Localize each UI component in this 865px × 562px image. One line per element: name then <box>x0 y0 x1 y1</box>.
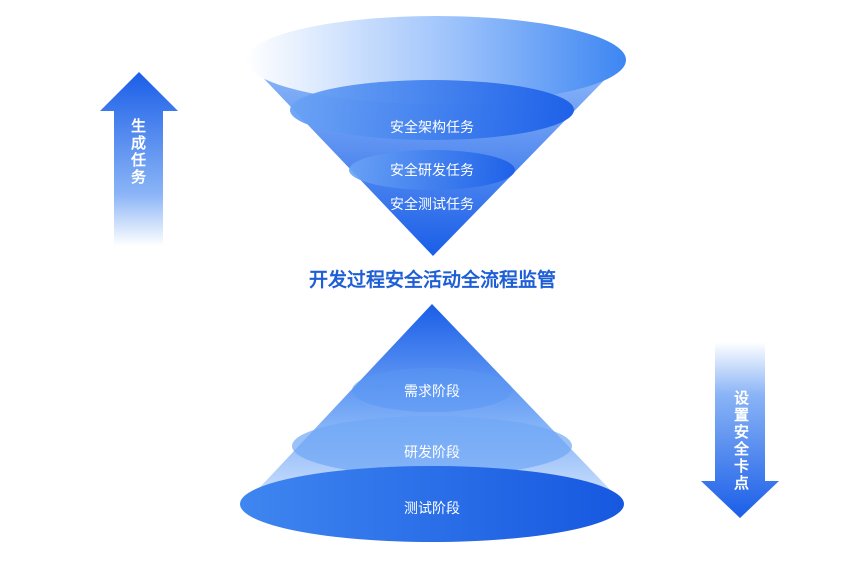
right-arrow-label: 设置安全卡点 <box>732 390 750 492</box>
funnel-rim <box>246 16 626 104</box>
center-title: 开发过程安全活动全流程监管 <box>308 269 556 291</box>
arrow-down-icon <box>701 342 779 518</box>
cone-base <box>240 466 624 542</box>
funnel-layer-architecture <box>290 80 574 140</box>
layer-label-architecture: 安全架构任务 <box>390 119 474 136</box>
top-funnel: 安全架构任务 安全研发任务 安全测试任务 <box>246 16 626 256</box>
layer-label-development: 安全研发任务 <box>390 162 474 179</box>
left-arrow-label: 生成任务 <box>129 118 147 186</box>
arrow-up-icon <box>100 72 178 246</box>
stage-label-testing: 测试阶段 <box>404 501 460 517</box>
funnel-layer-development <box>349 150 515 190</box>
layer-label-testing: 安全测试任务 <box>390 196 474 213</box>
bottom-cone: 需求阶段 研发阶段 测试阶段 <box>240 304 624 542</box>
stage-label-development: 研发阶段 <box>404 445 460 461</box>
cone-layer-development <box>292 416 572 476</box>
stage-label-requirements: 需求阶段 <box>404 384 460 400</box>
cone-layer-requirements <box>352 368 512 412</box>
